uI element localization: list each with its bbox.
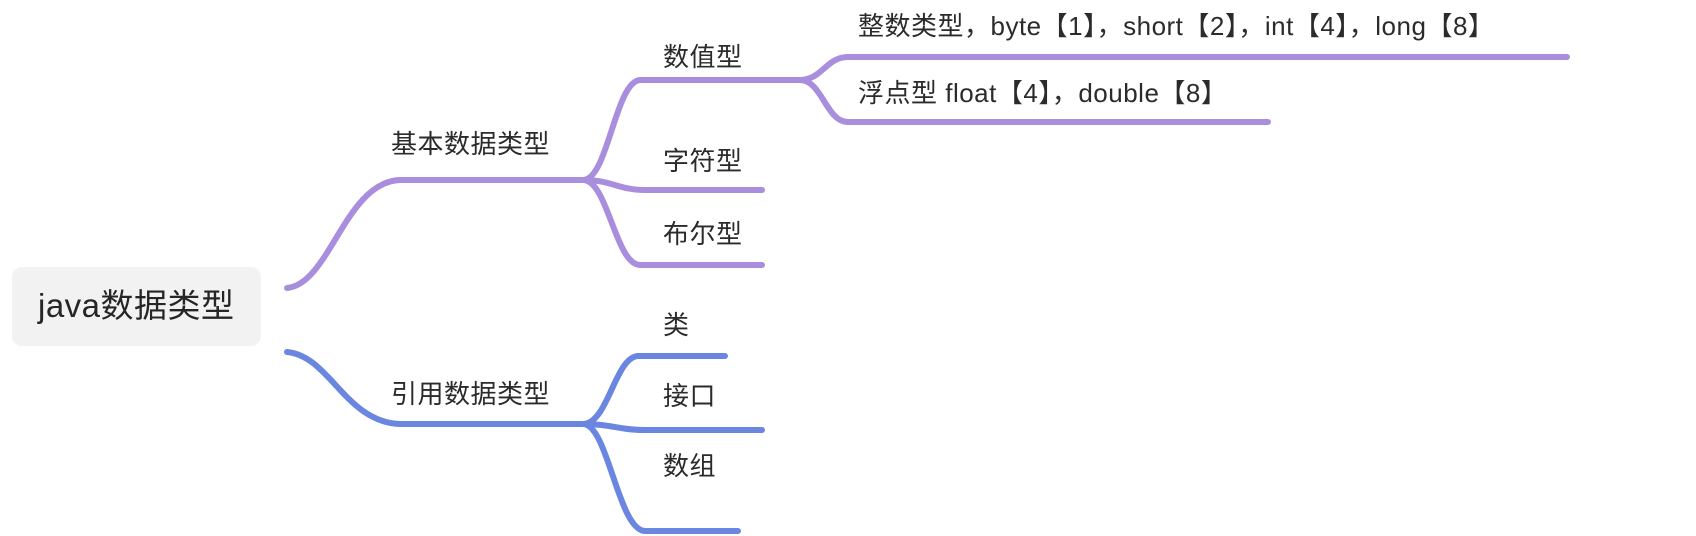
edge-primitive-to-char [580, 177, 765, 193]
root-node[interactable]: java数据类型 [12, 267, 261, 346]
edge-root-to-primitive [284, 177, 586, 291]
child-node-boolean-type[interactable]: 布尔型 [663, 219, 743, 249]
edge-numeric-to-integer [759, 54, 1570, 83]
child-node-class[interactable]: 类 [663, 310, 690, 340]
child-node-character-type[interactable]: 字符型 [663, 146, 743, 176]
edge-primitive-to-numeric [580, 77, 765, 183]
branch-node-reference-types[interactable]: 引用数据类型 [391, 379, 551, 409]
edge-reference-to-interface [580, 421, 765, 433]
child-node-interface[interactable]: 接口 [663, 381, 717, 411]
child-node-array[interactable]: 数组 [663, 451, 717, 481]
edge-primitive-to-boolean [580, 177, 765, 268]
edge-reference-to-class [580, 353, 728, 427]
edge-numeric-to-float [759, 77, 1271, 125]
branch-node-primitive-types[interactable]: 基本数据类型 [391, 129, 551, 159]
edge-root-to-reference [284, 349, 586, 427]
edge-reference-to-array [580, 421, 741, 534]
leaf-node-integer-types[interactable]: 整数类型，byte【1】，short【2】，int【4】，long【8】 [858, 11, 1495, 41]
child-node-numeric-type[interactable]: 数值型 [663, 42, 743, 72]
leaf-node-floating-point-types[interactable]: 浮点型 float【4】，double【8】 [858, 78, 1228, 108]
